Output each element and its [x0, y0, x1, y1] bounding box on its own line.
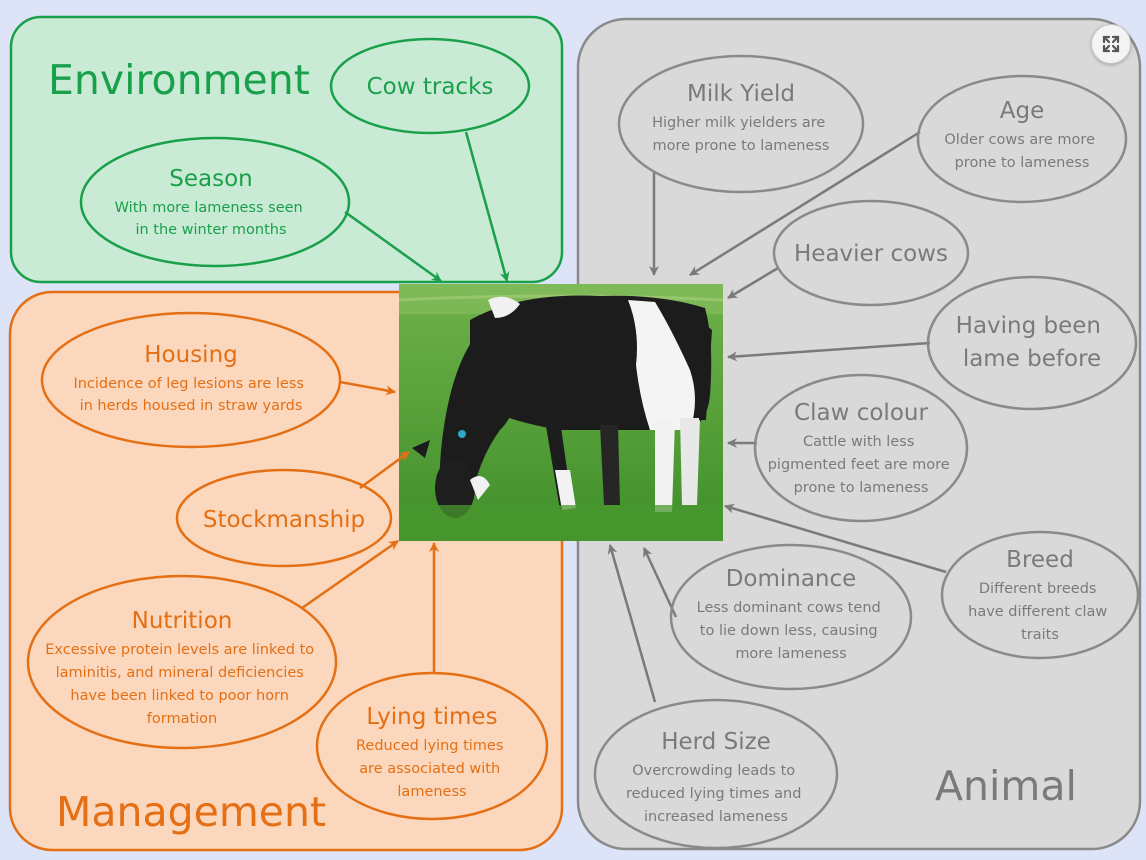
node-cow-tracks: Cow tracks [329, 37, 531, 135]
node-herd-size: Herd Size Overcrowding leads to reduced … [593, 698, 839, 850]
desc-line: Older cows are more [944, 132, 1095, 148]
desc-line: Reduced lying times [356, 738, 503, 754]
title-line: lame before [963, 346, 1101, 372]
arrow-age-to-cow [689, 130, 921, 277]
node-stockmanship: Stockmanship [175, 468, 393, 568]
node-desc: With more lameness seen in the winter mo… [115, 200, 308, 238]
arrow-stockmanship-to-cow [359, 450, 410, 490]
desc-line: Higher milk yielders are [652, 115, 825, 131]
node-title: Herd Size [661, 729, 771, 755]
node-desc: Less dominant cows tend to lie down less… [697, 600, 886, 662]
desc-line: Excessive protein levels are linked to [45, 642, 314, 658]
desc-line: in the winter months [135, 222, 286, 238]
desc-line: more lameness [735, 646, 846, 662]
arrow-nutrition-to-cow [301, 539, 399, 610]
node-heavier-cows: Heavier cows [772, 199, 970, 307]
desc-line: Different breeds [979, 581, 1097, 597]
node-title: Dominance [726, 566, 857, 592]
environment-group-panel [9, 15, 564, 284]
node-claw-colour: Claw colour Cattle with less pigmented f… [753, 373, 969, 523]
node-desc: Incidence of leg lesions are less in her… [73, 376, 308, 414]
desc-line: are associated with [359, 761, 500, 777]
node-title: Breed [1006, 547, 1074, 573]
desc-line: more prone to lameness [653, 138, 830, 154]
node-housing: Housing Incidence of leg lesions are les… [40, 311, 342, 449]
desc-line: have different claw [968, 604, 1107, 620]
environment-group-title: Environment [48, 56, 310, 104]
node-desc: Different breeds have different claw tra… [968, 581, 1112, 643]
desc-line: Cattle with less [803, 434, 914, 450]
arrows [301, 130, 947, 703]
arrow-herd-size-to-cow [607, 544, 657, 703]
management-group-title: Management [56, 788, 326, 836]
desc-line: increased lameness [644, 809, 788, 825]
node-title: Milk Yield [687, 81, 795, 107]
desc-line: reduced lying times and [626, 786, 802, 802]
desc-line: With more lameness seen [115, 200, 303, 216]
node-nutrition: Nutrition Excessive protein levels are l… [26, 574, 338, 750]
node-dominance: Dominance Less dominant cows tend to lie… [669, 543, 913, 691]
node-lame-before: Having been lame before [926, 275, 1138, 411]
node-title: Having been lame before [956, 313, 1109, 372]
node-milk-yield: Milk Yield Higher milk yielders are more… [617, 54, 865, 194]
node-title: Heavier cows [794, 241, 948, 267]
node-desc: Reduced lying times are associated with … [356, 738, 508, 800]
node-title: Age [1000, 98, 1044, 124]
node-title: Housing [144, 342, 238, 368]
desc-line: have been linked to poor horn [70, 688, 289, 704]
node-desc: Excessive protein levels are linked to l… [45, 642, 319, 727]
arrow-season-to-cow [344, 210, 442, 283]
grazing-cow-photo [398, 284, 724, 541]
node-title: Lying times [366, 704, 497, 730]
desc-line: pigmented feet are more [768, 457, 950, 473]
desc-line: to lie down less, causing [700, 623, 878, 639]
node-desc: Overcrowding leads to reduced lying time… [626, 763, 806, 825]
desc-line: in herds housed in straw yards [80, 398, 303, 414]
arrow-heavier-cows-to-cow [727, 266, 779, 300]
expand-button[interactable] [1091, 24, 1131, 64]
desc-line: formation [147, 711, 217, 727]
desc-line: prone to lameness [794, 480, 929, 496]
node-lying-times: Lying times Reduced lying times are asso… [315, 671, 549, 821]
node-title: Nutrition [132, 608, 233, 634]
node-age: Age Older cows are more prone to lamenes… [916, 74, 1128, 204]
title-line: Having been [956, 313, 1101, 339]
animal-group-title: Animal [935, 762, 1077, 810]
node-title: Claw colour [794, 400, 928, 426]
desc-line: laminitis, and mineral deficiencies [56, 665, 304, 681]
arrow-lame-before-to-cow [727, 341, 931, 362]
node-title: Stockmanship [203, 507, 365, 533]
node-breed: Breed Different breeds have different cl… [940, 530, 1140, 660]
desc-line: lameness [397, 784, 466, 800]
node-title: Cow tracks [367, 74, 494, 100]
node-season: Season With more lameness seen in the wi… [79, 136, 351, 268]
arrow-cow-tracks-to-cow [464, 131, 510, 282]
expand-arrows-icon [1102, 35, 1120, 53]
arrow-housing-to-cow [339, 380, 396, 396]
node-desc: Cattle with less pigmented feet are more… [768, 434, 955, 496]
arrow-breed-to-cow [724, 503, 947, 574]
desc-line: Less dominant cows tend [697, 600, 881, 616]
desc-line: Overcrowding leads to [632, 763, 795, 779]
node-title: Season [169, 166, 252, 192]
desc-line: prone to lameness [955, 155, 1090, 171]
node-desc: Higher milk yielders are more prone to l… [652, 115, 830, 154]
node-desc: Older cows are more prone to lameness [944, 132, 1099, 171]
desc-line: Incidence of leg lesions are less [73, 376, 304, 392]
arrow-dominance-to-cow [642, 547, 678, 618]
desc-line: traits [1021, 627, 1059, 643]
